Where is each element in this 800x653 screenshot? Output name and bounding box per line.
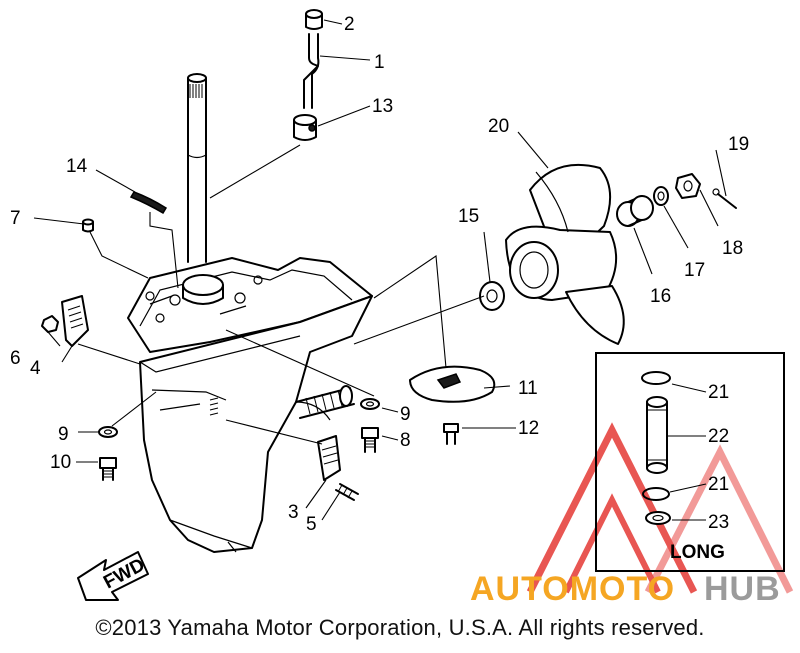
callout-19: 19 bbox=[728, 134, 749, 155]
washer-part-17 bbox=[653, 186, 669, 206]
water-tube-part-22 bbox=[646, 396, 668, 474]
callout-14: 14 bbox=[66, 156, 88, 177]
callout-4: 4 bbox=[30, 358, 41, 379]
callout-10: 10 bbox=[50, 452, 71, 473]
washer-part-9-left bbox=[98, 426, 118, 438]
copyright-caption: ©2013 Yamaha Motor Corporation, U.S.A. A… bbox=[95, 615, 705, 640]
callout-23: 23 bbox=[708, 512, 729, 533]
anode-part-3 bbox=[317, 435, 341, 481]
water-tube-grommet-part-2 bbox=[305, 9, 323, 30]
callout-9a: 9 bbox=[58, 424, 69, 445]
water-tube-part-1 bbox=[303, 33, 320, 109]
clip-part-14 bbox=[129, 191, 168, 215]
bolt-part-5 bbox=[335, 483, 359, 501]
nut-part-18 bbox=[675, 173, 701, 199]
propeller-part-20 bbox=[505, 163, 625, 345]
cotter-pin-part-19 bbox=[712, 188, 737, 209]
callout-3: 3 bbox=[288, 502, 299, 523]
long-shaft-inset: LONG bbox=[595, 352, 785, 572]
callout-17: 17 bbox=[684, 260, 705, 281]
drive-shaft bbox=[187, 73, 207, 263]
callout-22: 22 bbox=[708, 426, 729, 447]
washer-part-9-right bbox=[360, 398, 380, 410]
trim-tab-plate-part-11 bbox=[409, 365, 496, 403]
callout-21b: 21 bbox=[708, 474, 729, 495]
lower-unit-housing bbox=[127, 257, 373, 553]
fwd-arrow: FWD bbox=[77, 551, 149, 601]
callout-numbers: 2 1 13 14 7 20 19 15 18 17 16 6 4 11 9 9… bbox=[10, 14, 749, 535]
callout-7: 7 bbox=[10, 208, 21, 229]
callout-6: 6 bbox=[10, 348, 21, 369]
watermark-part1: AUTOMOTO bbox=[470, 570, 675, 608]
callout-2: 2 bbox=[344, 14, 355, 35]
thrust-washer-part-15 bbox=[479, 281, 505, 311]
watermark-logo bbox=[526, 422, 794, 594]
watermark-part2: HUB bbox=[704, 570, 781, 608]
water-tube-seal-part-13 bbox=[293, 114, 317, 141]
callout-13: 13 bbox=[372, 96, 393, 117]
callout-20: 20 bbox=[488, 116, 509, 137]
callout-15: 15 bbox=[458, 206, 479, 227]
dowel-pin-part-7 bbox=[82, 218, 94, 233]
callout-11: 11 bbox=[518, 378, 538, 399]
spacer-part-16 bbox=[616, 195, 654, 227]
leader-lines bbox=[33, 19, 727, 521]
callout-18: 18 bbox=[722, 238, 743, 259]
callout-9b: 9 bbox=[400, 404, 411, 425]
callout-12: 12 bbox=[518, 418, 539, 439]
o-ring-part-21-bottom bbox=[642, 487, 670, 501]
o-ring-part-21-top bbox=[641, 371, 671, 385]
bolt-part-10 bbox=[99, 457, 117, 481]
screw-part-12 bbox=[443, 423, 459, 445]
seal-part-23 bbox=[645, 511, 671, 525]
callout-16: 16 bbox=[650, 286, 671, 307]
callout-1: 1 bbox=[374, 52, 385, 73]
inset-label: LONG bbox=[670, 542, 725, 563]
anode-part-4 bbox=[61, 295, 89, 347]
callout-5: 5 bbox=[306, 514, 317, 535]
bolt-part-8 bbox=[361, 427, 379, 453]
callout-8: 8 bbox=[400, 430, 411, 451]
callout-21a: 21 bbox=[708, 382, 729, 403]
nut-part-6 bbox=[41, 315, 59, 333]
